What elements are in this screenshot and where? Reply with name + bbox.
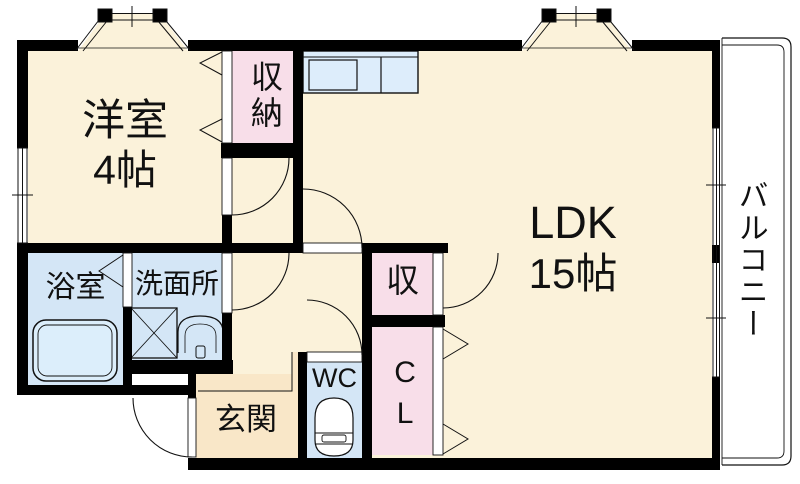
bay-window-ldk: [519, 6, 635, 52]
kitchen-counter: [302, 50, 419, 94]
entrance-step-line: [198, 352, 293, 392]
label-bathroom: 浴室: [45, 271, 106, 304]
label-washroom: 洗面所: [134, 268, 219, 299]
toilet-icon: [314, 397, 354, 457]
label-balcony: バルコニー: [733, 180, 767, 340]
entrance-door-arc: [132, 397, 193, 458]
closet-cl-fold-top: [442, 328, 469, 360]
folding-door-symbols: [98, 51, 469, 455]
toilet-door: [306, 351, 363, 363]
label-western-room-size: 4帖: [93, 147, 157, 193]
closet-large-fold-bottom: [198, 118, 223, 143]
western-room-door: [221, 157, 233, 216]
closet-large-floor: [232, 51, 293, 144]
washroom-door-arc: [231, 252, 290, 311]
label-entrance: 玄関: [215, 402, 277, 437]
label-closet-cl: CL: [388, 356, 422, 438]
label-closet-large: 収納: [246, 60, 283, 132]
label-ldk: LDK: [529, 197, 617, 248]
label-storage: 収: [386, 262, 419, 299]
washbasin-icon: [177, 315, 224, 359]
storage-door-arc: [442, 252, 499, 309]
washroom-door: [221, 252, 233, 314]
door-arcs: [132, 157, 499, 458]
walls: [17, 40, 720, 470]
closet-cl-floor: [372, 327, 433, 455]
east-wall-window: [706, 127, 726, 378]
label-toilet: WC: [312, 363, 357, 393]
ldk-door: [302, 242, 363, 254]
bathroom-fold: [98, 254, 124, 288]
ldk-door-arc: [302, 188, 363, 249]
western-room-door-arc: [231, 157, 290, 216]
windows: [12, 6, 726, 378]
closet-large-door: [221, 50, 233, 144]
western-room-floor: [28, 51, 222, 243]
entrance-door: [187, 397, 197, 458]
bay-window-west: [75, 6, 191, 52]
door-openings: [122, 50, 444, 458]
bathroom-door: [122, 252, 133, 308]
storage-floor: [372, 253, 433, 315]
closet-cl-door: [432, 326, 444, 456]
toilet-door-arc: [306, 299, 363, 356]
label-ldk-size: 15帖: [528, 250, 618, 297]
closet-large-fold-top: [198, 51, 223, 76]
closet-cl-fold-bottom: [442, 423, 469, 455]
label-western-room: 洋室: [82, 97, 168, 145]
storage-door: [432, 252, 444, 316]
washing-machine-icon: [130, 307, 178, 359]
west-wall-window: [12, 147, 33, 244]
kitchen-sink: [308, 59, 358, 91]
balcony-outline: [721, 37, 792, 466]
bathtub-icon: [32, 319, 118, 382]
